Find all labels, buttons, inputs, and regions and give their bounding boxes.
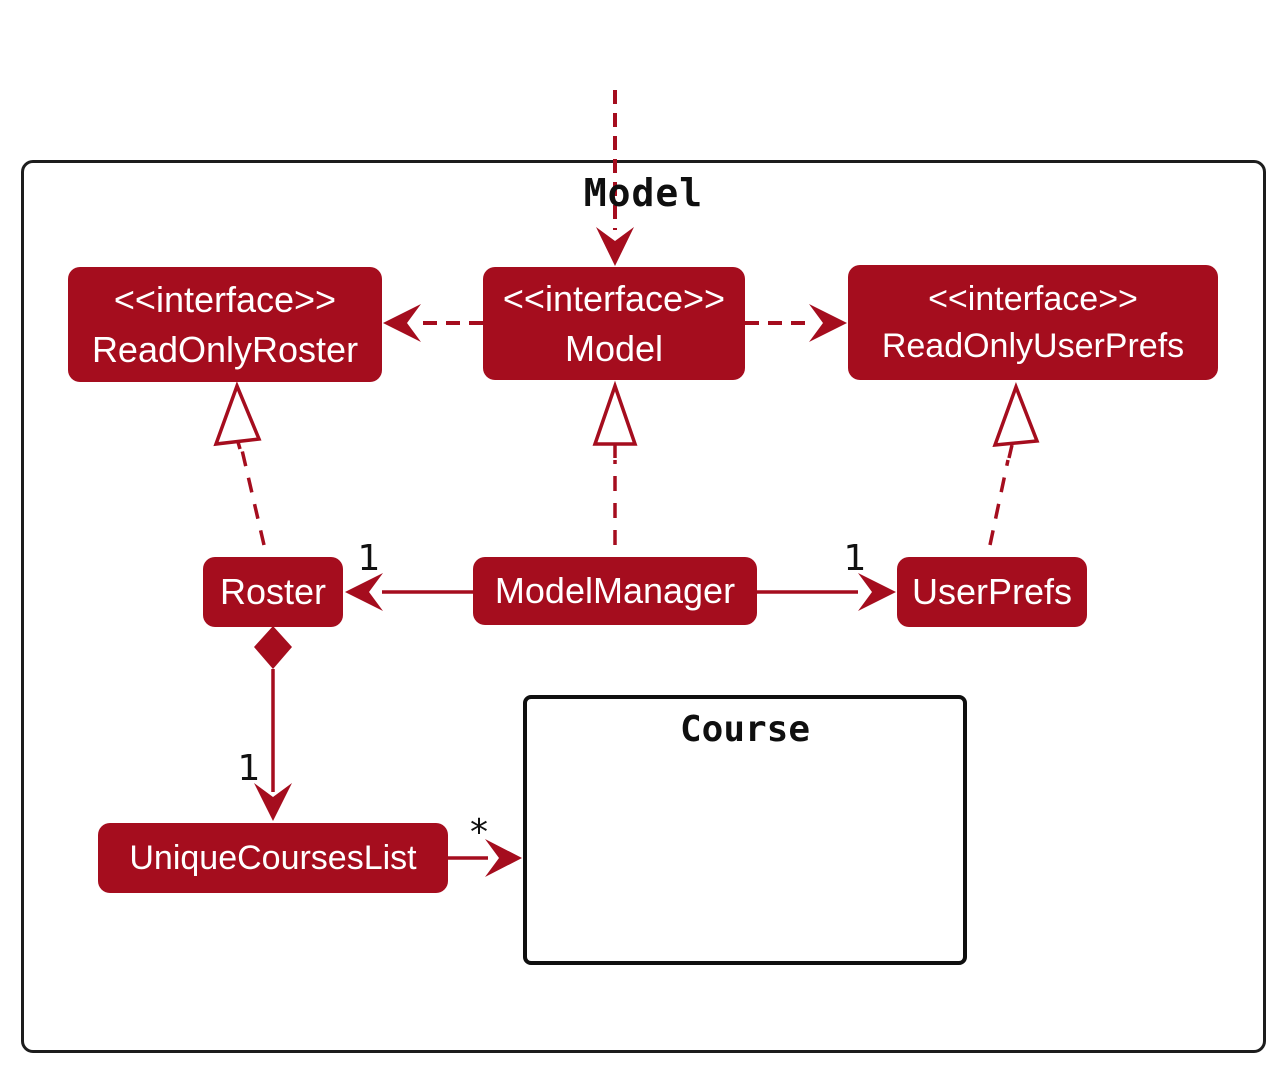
class-box-roster: Roster [203, 557, 343, 627]
modelmanager-name: ModelManager [494, 570, 736, 612]
class-box-modelmanager: ModelManager [473, 557, 757, 625]
course-name: Course [679, 709, 811, 750]
userprefs-name: UserPrefs [911, 571, 1073, 613]
class-box-model-interface: <<interface>> Model [483, 267, 745, 380]
multiplicity-modelmanager-userprefs: 1 [843, 538, 867, 579]
class-box-userprefs: UserPrefs [897, 557, 1087, 627]
class-box-readonlyroster: <<interface>> ReadOnlyRoster [68, 267, 382, 382]
userprefs-realization-dashed-line [988, 459, 1010, 546]
userprefs-realization-stub-line [1007, 444, 1014, 459]
model-to-readonlyroster-arrowhead-icon [383, 304, 421, 342]
modelmanager-realization-triangle-icon [592, 380, 638, 446]
class-box-uniquecourseslist: UniqueCoursesList [98, 823, 448, 893]
multiplicity-modelmanager-roster: 1 [357, 538, 381, 579]
roster-realization-triangle-icon [213, 381, 262, 447]
readonlyuserprefs-stereotype: <<interface>> [928, 279, 1138, 318]
frame-title: Model [583, 171, 704, 215]
multiplicity-roster-uniquecourseslist: 1 [237, 748, 261, 789]
uniquecourseslist-to-course-arrowhead-icon [485, 839, 522, 877]
frame-label-to-model-arrowhead-icon [596, 227, 634, 266]
modelmanager-to-userprefs-arrowhead-icon [858, 573, 896, 611]
modelmanager-to-roster-arrowhead-icon [345, 573, 383, 611]
readonlyuserprefs-name: ReadOnlyUserPrefs [881, 326, 1185, 365]
roster-to-uniquecourseslist-arrowhead-icon [254, 783, 292, 821]
roster-name: Roster [219, 571, 327, 613]
multiplicity-uniquecourseslist-course: * [470, 812, 488, 853]
userprefs-realization-triangle-icon [992, 382, 1040, 448]
class-box-readonlyuserprefs: <<interface>> ReadOnlyUserPrefs [848, 265, 1218, 380]
readonlyroster-stereotype: <<interface>> [113, 278, 337, 320]
uniquecourseslist-name: UniqueCoursesList [129, 838, 417, 877]
model-to-readonlyuserprefs-arrowhead-icon [809, 304, 847, 342]
readonlyroster-name: ReadOnlyRoster [91, 328, 359, 370]
model-interface-stereotype: <<interface>> [502, 277, 726, 319]
class-box-course: Course [523, 695, 967, 965]
roster-realization-stub-line [236, 441, 242, 450]
roster-composition-diamond-icon [254, 626, 292, 669]
model-interface-name: Model [564, 327, 664, 369]
roster-realization-dashed-line [240, 449, 266, 546]
